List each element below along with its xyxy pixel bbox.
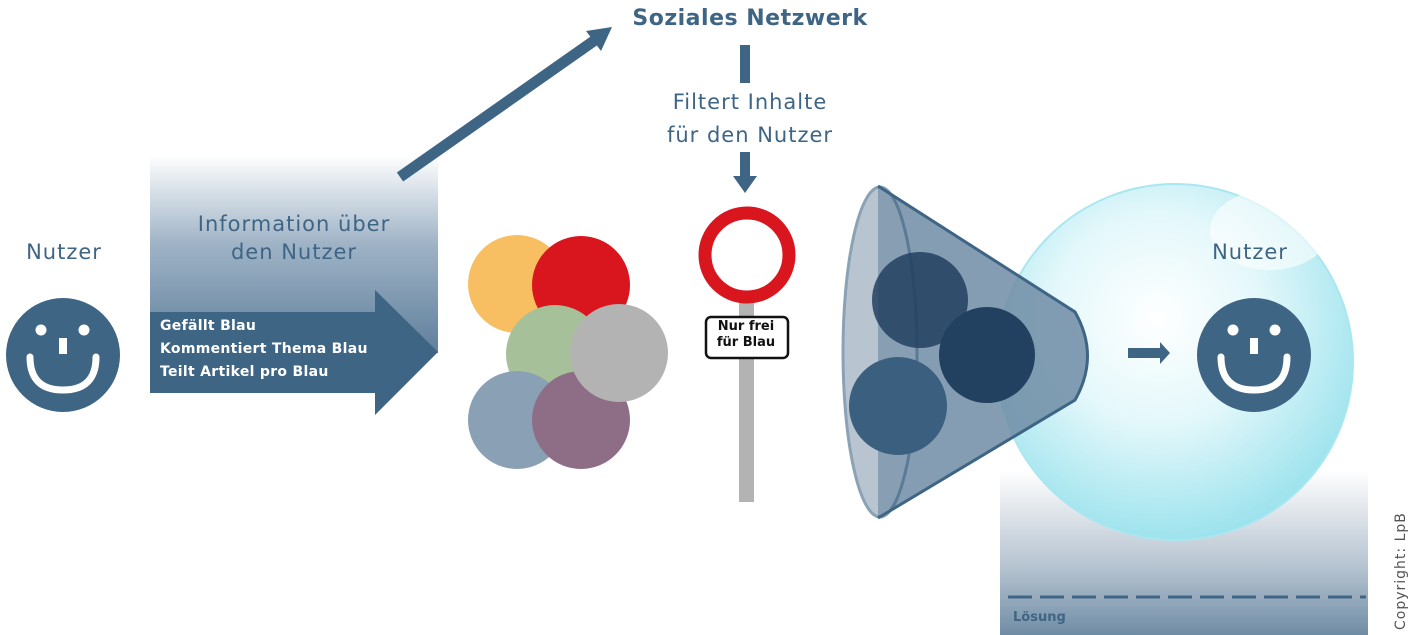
action-share: Teilt Artikel pro Blau [160, 364, 329, 380]
sign-line1: Nur frei [717, 319, 775, 334]
network-stem [740, 45, 750, 83]
content-circles [468, 235, 668, 469]
sign-text: Nur frei für Blau [704, 319, 788, 351]
copyright: Copyright: LpB [1393, 512, 1409, 630]
info-label-line1: Information über [197, 212, 391, 236]
action-like: Gefällt Blau [160, 318, 257, 334]
filter-label-line1: Filtert Inhalte [672, 90, 828, 114]
filter-label-line2: für den Nutzer [666, 123, 834, 147]
sign-plate [704, 315, 790, 360]
bubble-highlight [1210, 190, 1330, 270]
content-circle-gray [570, 304, 668, 402]
user-left-label: Nutzer [26, 240, 102, 264]
arrow-to-network [396, 33, 602, 182]
info-label-line2: den Nutzer [230, 240, 358, 264]
small-arrow-shaft [1128, 348, 1163, 358]
funnel-circle-top [872, 252, 968, 348]
network-title: Soziales Netzwerk [632, 6, 868, 31]
small-arrow-head [1160, 342, 1170, 364]
sign-ring [698, 206, 796, 304]
user-right-label: Nutzer [1212, 240, 1288, 264]
funnel-circles [849, 252, 1035, 455]
funnel-circle-right [939, 307, 1035, 403]
filter-arrow-shaft [740, 152, 750, 176]
action-comment: Kommentiert Thema Blau [160, 341, 368, 357]
info-arrow [150, 290, 438, 415]
filter-arrow-head [733, 176, 757, 193]
funnel-circle-bottom [849, 357, 947, 455]
arrow-to-network-head [586, 27, 612, 51]
user-right-face [1197, 298, 1311, 412]
user-left-face [6, 298, 120, 412]
solution-label: Lösung [1013, 610, 1066, 625]
sign-line2: für Blau [716, 335, 776, 350]
